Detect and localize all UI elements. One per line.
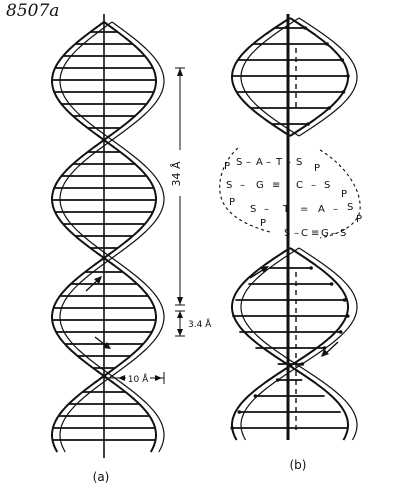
handwritten-id: 8507a (6, 1, 59, 21)
phosphate-dot (309, 266, 313, 270)
chain-bond: – (311, 180, 316, 191)
sequence-row-3: P S – T = A – S P (229, 197, 362, 225)
base-t: T (275, 157, 283, 168)
pitch-label: 34 Å (170, 161, 183, 186)
base-g: G (256, 180, 264, 191)
panel-a-base-pairs (52, 31, 156, 441)
chain-sugar: S (226, 180, 232, 191)
sequence-row-2: S – G ≡ C – S P (226, 180, 347, 200)
strand-edge-outer-2 (231, 247, 349, 441)
strand-edge-outer-1 (231, 247, 349, 441)
diameter-label: 10 Å (128, 373, 149, 385)
hydrogen-bond: ≡ (272, 180, 280, 191)
strand-edge-inner-2 (59, 21, 165, 453)
panel-a-caption: (a) (93, 470, 110, 484)
strand-edge-outer-2 (51, 21, 157, 453)
strand-edge-inner-1 (59, 21, 165, 453)
panel-b-direction-arrow-down (321, 341, 339, 357)
sequence-row-1: P S – A – T – S P (224, 157, 320, 174)
hydrogen-bond: ≡ (311, 228, 319, 239)
strand-edge-inner-2 (240, 17, 300, 137)
chain-phosphate: P (356, 214, 362, 225)
panel-b-caption: (b) (290, 458, 307, 472)
chain-sugar: S (296, 157, 302, 168)
strand-edge-outer-1 (51, 21, 157, 453)
hydrogen-bond: = (300, 204, 308, 215)
base-a: A (318, 204, 325, 215)
phosphate-dot (342, 298, 347, 302)
chain-bond: – (331, 228, 336, 239)
chain-bond: – (264, 204, 269, 215)
panel-a-direction-arrow-down (94, 336, 111, 349)
chain-bond: – (246, 157, 251, 168)
chain-phosphate: P (314, 163, 320, 174)
base-a: A (256, 157, 263, 168)
rise-label: 3.4 Å (188, 318, 212, 330)
strand-edge-outer-1 (289, 17, 349, 137)
chain-bond: – (240, 180, 245, 191)
chain-bond: – (294, 228, 299, 239)
phosphate-dot (338, 330, 343, 334)
panel-a-direction-arrow-up (85, 276, 102, 292)
panel-b-helix: P S – A – T – S P S – G ≡ C – S P P (219, 14, 362, 472)
phosphate-dot (237, 410, 242, 414)
chain-bond: – (286, 157, 291, 168)
phosphate-dot (329, 282, 334, 286)
base-c: C (301, 228, 308, 239)
panel-b-direction-arrow-up (249, 266, 269, 279)
chain-bond: – (333, 204, 338, 215)
chain-sugar: S (236, 157, 242, 168)
chain-sugar: S (324, 180, 330, 191)
chain-phosphate: P (229, 197, 235, 208)
chain-phosphate: P (341, 189, 347, 200)
panel-a-strands (51, 21, 165, 453)
base-c: C (296, 180, 303, 191)
sequence-row-4: P S – C ≡ G – S (260, 218, 346, 239)
chain-bond: – (266, 157, 271, 168)
panel-b-unwound-chains (219, 147, 361, 239)
base-g: G (321, 228, 329, 239)
rise-dimension (175, 310, 185, 337)
chain-phosphate: P (224, 161, 230, 172)
strand-edge-inner-1 (240, 247, 358, 441)
base-t: T (282, 204, 290, 215)
panel-a-helix: 34 Å 3.4 Å 10 Å (a) (51, 14, 212, 484)
chain-sugar: S (284, 228, 290, 239)
strand-edge-outer-2 (231, 17, 291, 137)
strand-edge-inner-1 (298, 17, 358, 137)
chain-phosphate: P (260, 218, 266, 229)
chain-sugar: S (347, 202, 353, 213)
chain-sugar: S (340, 228, 346, 239)
pitch-dimension (175, 67, 185, 306)
chain-sugar: S (250, 204, 256, 215)
diameter-dimension (104, 372, 165, 384)
panel-b-strands (231, 17, 358, 441)
strand-edge-inner-2 (240, 247, 358, 441)
panel-b-base-pairs (230, 26, 350, 430)
